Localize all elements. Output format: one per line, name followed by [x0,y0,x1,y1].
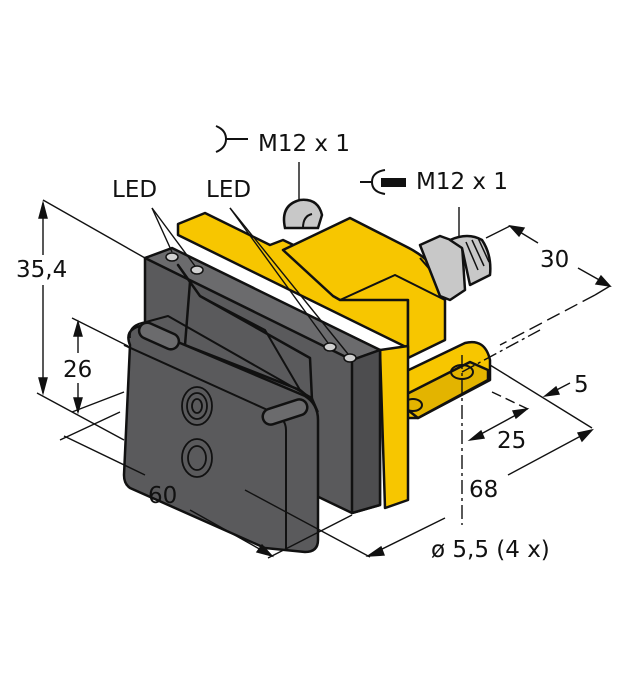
label-connector-female: M12 x 1 [258,131,350,157]
label-dim-60: 60 [148,483,177,509]
boss-lower [181,438,213,478]
sensor-head [122,246,382,554]
led-indicator-3 [323,342,337,352]
label-hole-diameter: ø 5,5 (4 x) [431,537,550,563]
connector-female-m12 [282,198,324,230]
boss-upper [181,386,213,426]
led-indicator-4 [343,353,357,363]
dimension-lines [36,162,612,559]
label-dim-30: 30 [540,247,569,273]
label-dim-68: 68 [469,477,498,503]
connector-male-m12 [418,234,492,302]
label-led-right: LED [206,177,251,203]
led-indicator-2 [190,265,204,275]
mounting-flange [390,340,492,420]
label-led-left: LED [112,177,157,203]
led-indicator-1 [165,252,179,262]
label-dim-25: 25 [497,428,526,454]
female-socket-icon [215,125,228,153]
label-connector-male: M12 x 1 [416,169,508,195]
label-dim-5: 5 [574,372,589,398]
label-dim-26: 26 [63,357,92,383]
connector-symbols [215,125,406,195]
label-dim-35-4: 35,4 [16,257,67,283]
male-plug-icon [360,169,406,195]
